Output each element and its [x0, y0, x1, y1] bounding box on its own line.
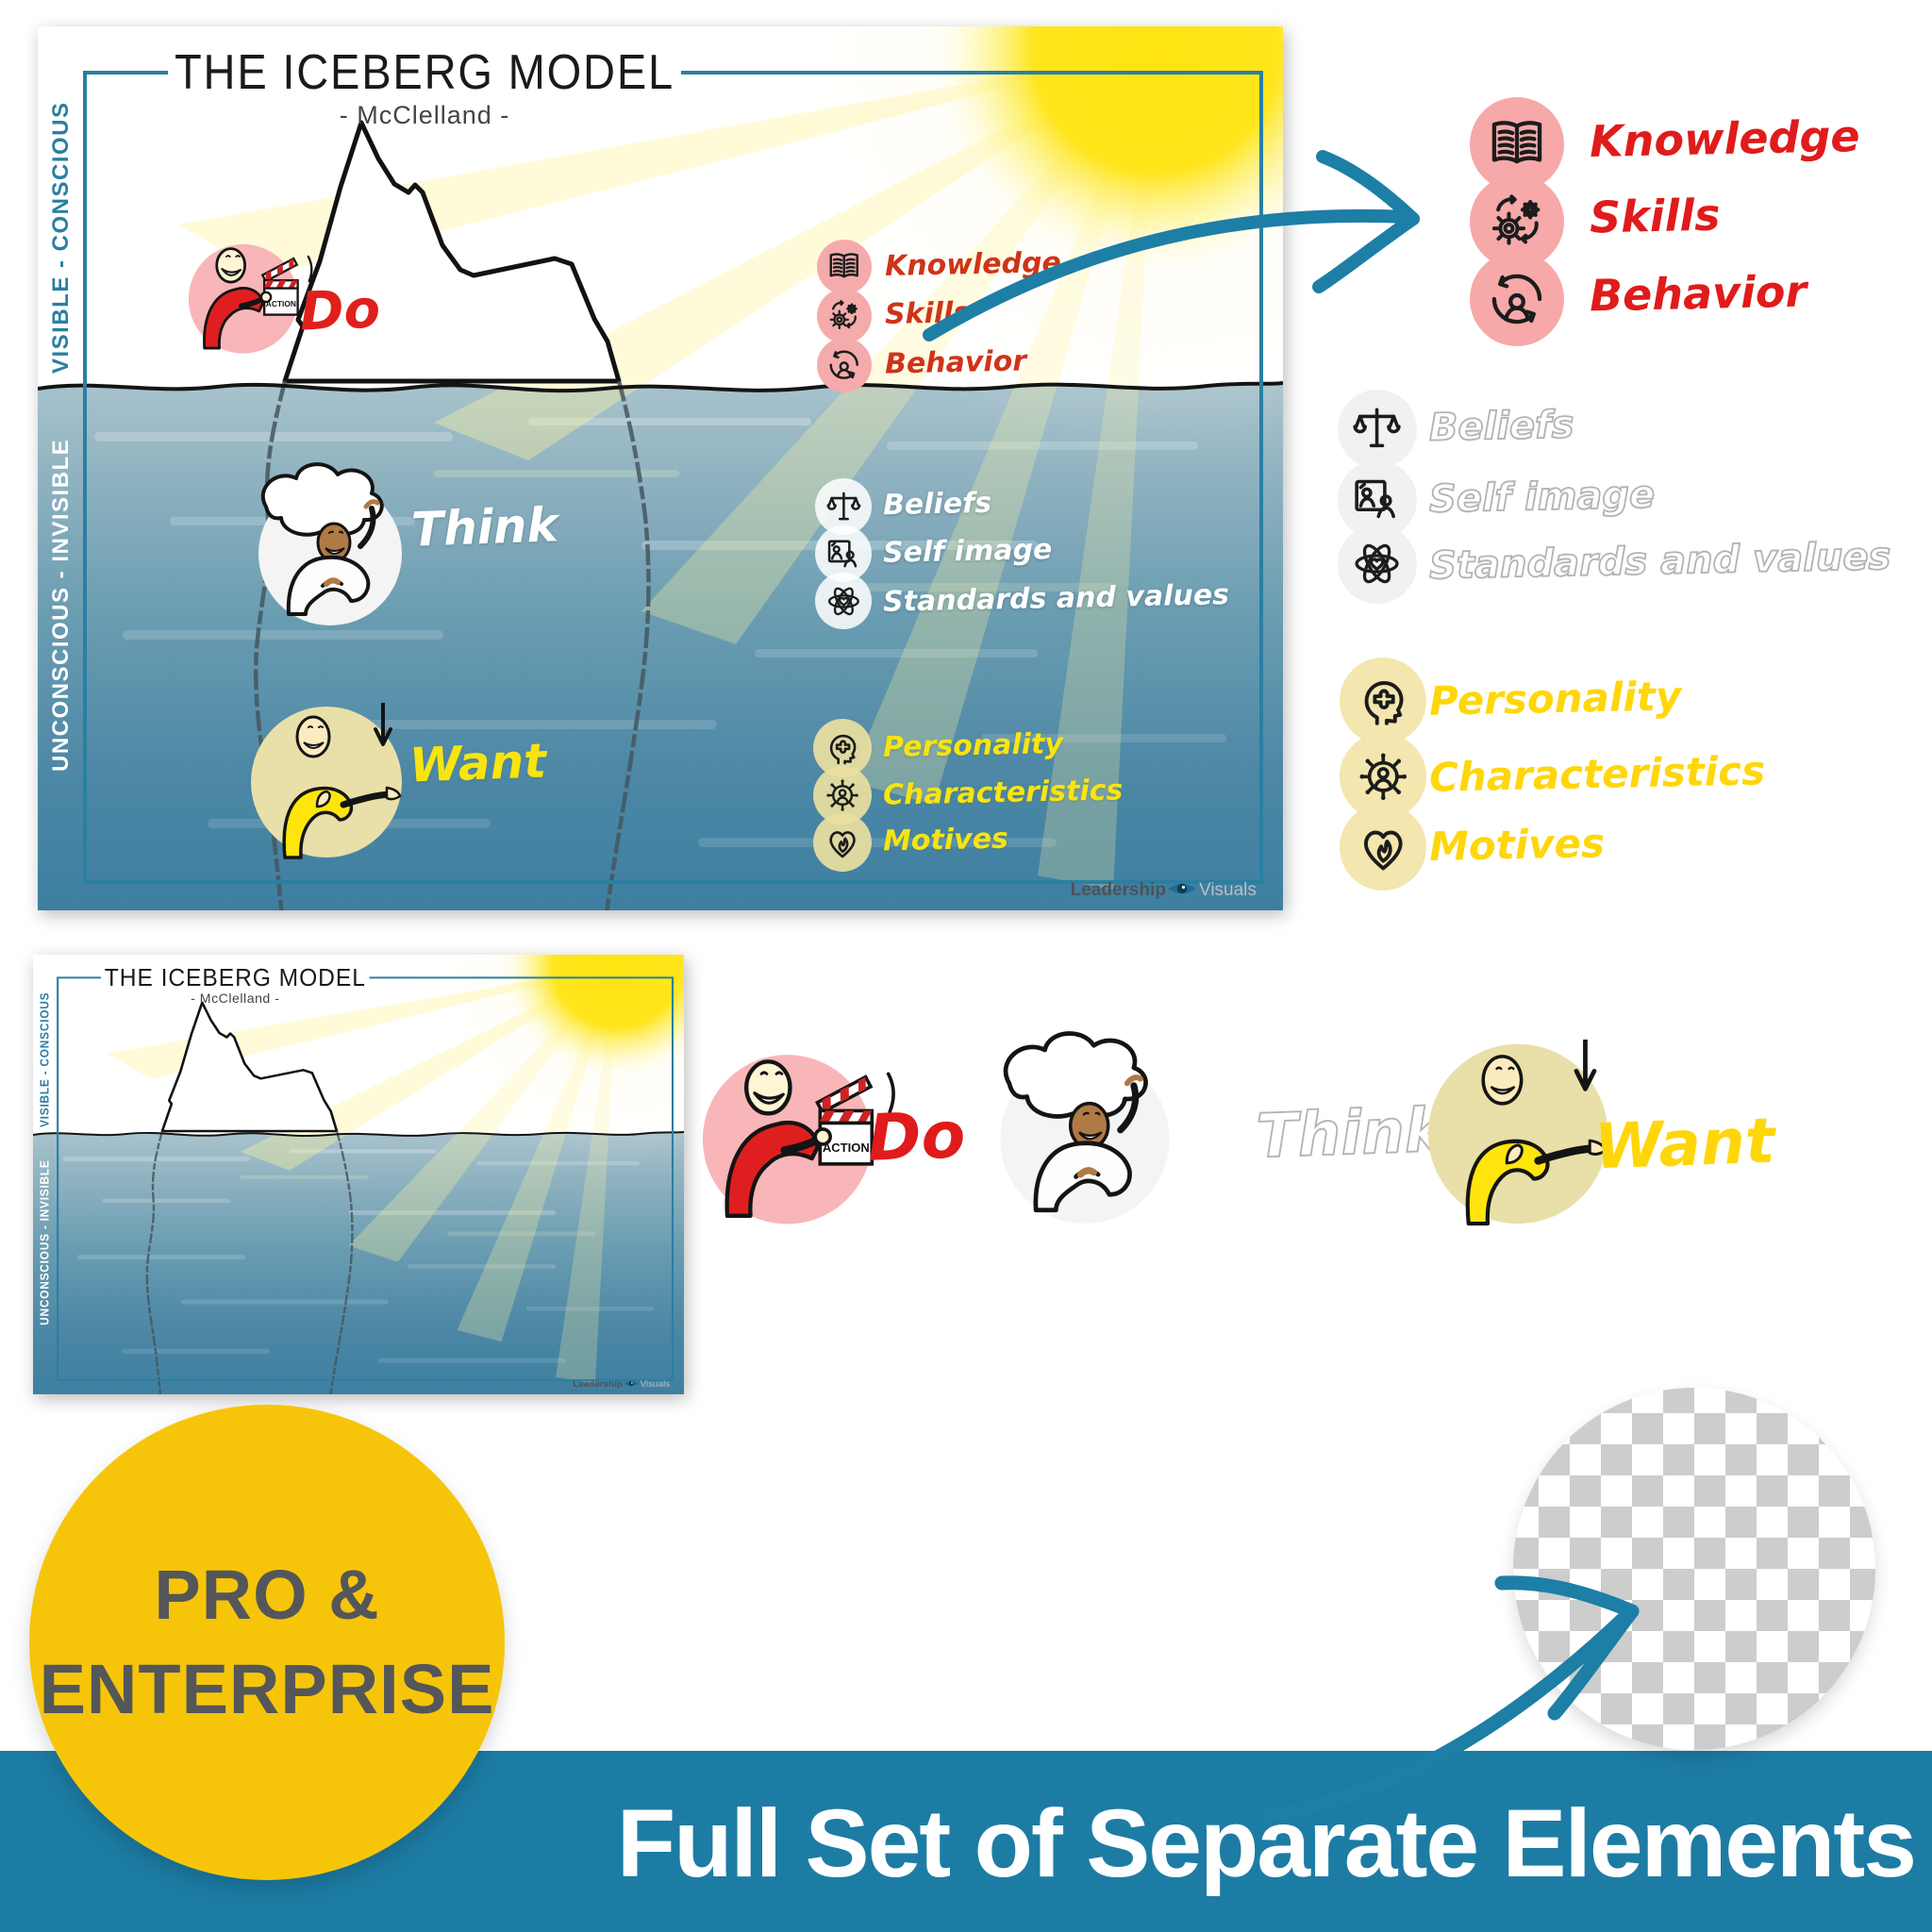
- atom-heart-icon: [815, 573, 872, 629]
- list-item-self-image: Self image: [882, 533, 1053, 570]
- think-character: [974, 1019, 1196, 1230]
- list-item-characteristics: Characteristics: [882, 774, 1124, 812]
- want-character: [242, 688, 430, 867]
- transparency-checker-circle: [1513, 1388, 1875, 1750]
- think-label: Think: [410, 497, 559, 558]
- element-label-motives: Motives: [1428, 820, 1606, 870]
- think-character: [236, 452, 425, 631]
- book-icon: [817, 240, 872, 294]
- person-cycle-icon: [1470, 252, 1564, 346]
- list-item-motives: Motives: [882, 822, 1009, 858]
- heart-flame-icon: [1340, 804, 1426, 891]
- element-label-beliefs: Beliefs: [1428, 402, 1575, 450]
- person-cycle-icon: [817, 338, 872, 392]
- banner-text: Full Set of Separate Elements: [616, 1790, 1917, 1897]
- scale-icon: [1338, 390, 1417, 469]
- head-puzzle-icon: [1340, 658, 1426, 744]
- element-label-knowledge: Knowledge: [1589, 110, 1861, 167]
- list-item-skills: Skills: [884, 296, 971, 331]
- want-label: Want: [1592, 1104, 1776, 1184]
- badge-line2: ENTERPRISE: [39, 1650, 495, 1728]
- list-item-standards: Standards and values: [882, 578, 1230, 619]
- badge-line1: PRO &: [154, 1556, 380, 1634]
- atom-heart-icon: [1338, 525, 1417, 604]
- do-label: Do: [866, 1098, 967, 1176]
- list-item-behavior: Behavior: [884, 344, 1027, 381]
- list-item-knowledge: Knowledge: [884, 246, 1062, 283]
- element-label-skills: Skills: [1589, 189, 1721, 243]
- small-poster: [33, 955, 684, 1394]
- pro-enterprise-badge: PRO & ENTERPRISE: [29, 1405, 505, 1880]
- do-character: [187, 230, 319, 362]
- gears-icon: [817, 289, 872, 343]
- element-label-behavior: Behavior: [1589, 265, 1807, 322]
- element-label-self-image: Self image: [1428, 473, 1657, 523]
- element-label-characteristics: Characteristics: [1428, 747, 1766, 801]
- heart-flame-icon: [813, 813, 872, 872]
- list-item-beliefs: Beliefs: [882, 486, 992, 523]
- list-item-personality: Personality: [882, 727, 1064, 764]
- element-label-standards: Standards and values: [1428, 534, 1892, 589]
- element-label-personality: Personality: [1428, 673, 1682, 724]
